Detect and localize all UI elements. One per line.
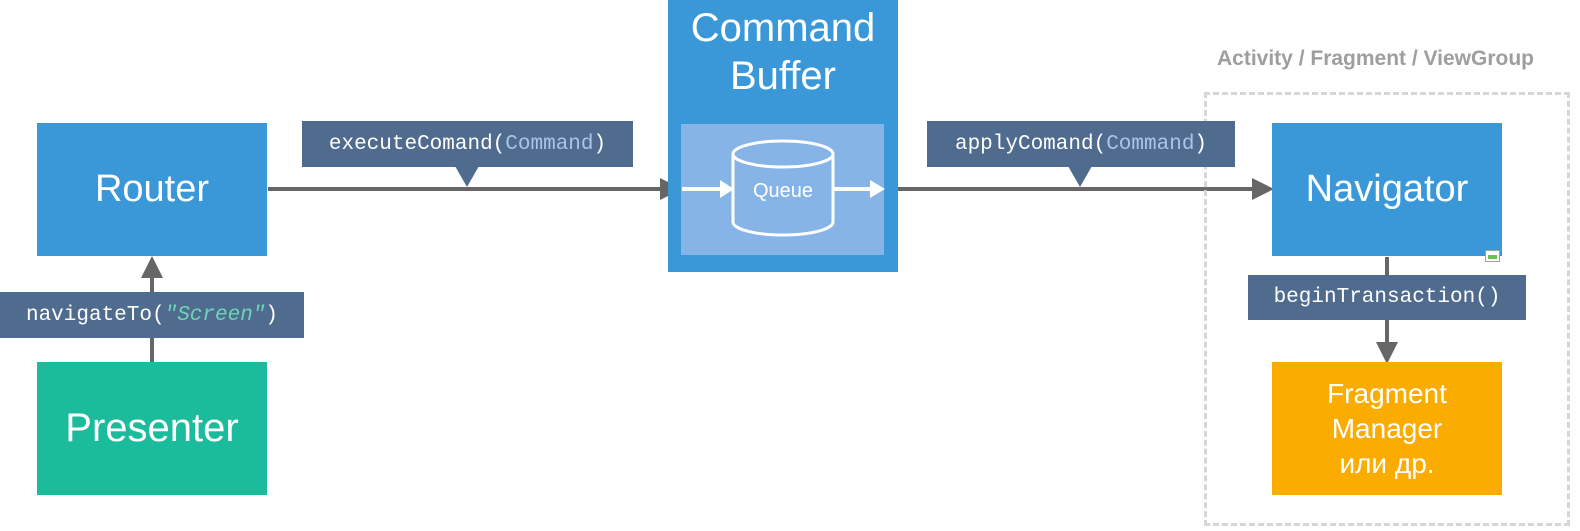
- navigate-to-method: navigateTo(: [25, 303, 165, 327]
- execute-command-callout: executeComand(Command): [302, 121, 633, 167]
- minimize-icon[interactable]: [1485, 250, 1500, 262]
- apply-command-method: applyComand(: [954, 132, 1107, 156]
- fragment-manager-node[interactable]: Fragment Manager или др.: [1272, 362, 1502, 495]
- apply-command-callout: applyComand(Command): [927, 121, 1235, 167]
- navigator-node[interactable]: Navigator: [1272, 123, 1502, 256]
- navigate-to-arg: "Screen": [164, 303, 266, 327]
- navigator-to-fragment-arrowhead: [1376, 342, 1398, 364]
- activity-fragment-viewgroup-container: [1204, 92, 1570, 526]
- queue-in-arrowhead: [720, 180, 734, 198]
- queue-label: Queue: [752, 180, 814, 202]
- presenter-to-router-arrowhead: [141, 256, 163, 278]
- router-node[interactable]: Router: [37, 123, 267, 256]
- navigator-label: Navigator: [1305, 168, 1469, 210]
- queue-cylinder-top: [731, 139, 835, 169]
- queue-cylinder-body: [731, 154, 835, 237]
- presenter-label: Presenter: [65, 406, 239, 450]
- router-label: Router: [94, 168, 210, 210]
- execute-callout-pointer: [455, 166, 479, 187]
- apply-command-close: ): [1194, 132, 1208, 156]
- command-buffer-title-line2: Buffer: [730, 54, 836, 98]
- apply-callout-pointer: [1068, 166, 1092, 187]
- presenter-node[interactable]: Presenter: [37, 362, 267, 495]
- command-buffer-title: Command Buffer: [668, 2, 898, 102]
- begin-transaction-method: beginTransaction(): [1273, 286, 1501, 309]
- begin-transaction-callout: beginTransaction(): [1248, 275, 1526, 320]
- queue-out-arrowhead: [870, 180, 885, 198]
- execute-command-close: ): [593, 132, 607, 156]
- navigate-to-close: ): [265, 303, 279, 327]
- fragment-manager-line1: Fragment: [1327, 378, 1447, 409]
- group-label: Activity / Fragment / ViewGroup: [1217, 47, 1535, 70]
- command-buffer-node[interactable]: Command Buffer: [668, 0, 898, 272]
- navigate-to-callout: navigateTo("Screen"): [0, 292, 304, 338]
- queue-cylinder: [682, 139, 885, 237]
- execute-command-arg: Command: [505, 132, 594, 156]
- fragment-manager-line3: или др.: [1339, 448, 1435, 479]
- command-buffer-title-line1: Command: [690, 6, 876, 50]
- fragment-manager-line2: Manager: [1331, 413, 1443, 444]
- execute-command-method: executeComand(: [328, 132, 506, 156]
- apply-command-arg: Command: [1106, 132, 1195, 156]
- buffer-to-navigator-arrowhead: [1252, 178, 1274, 200]
